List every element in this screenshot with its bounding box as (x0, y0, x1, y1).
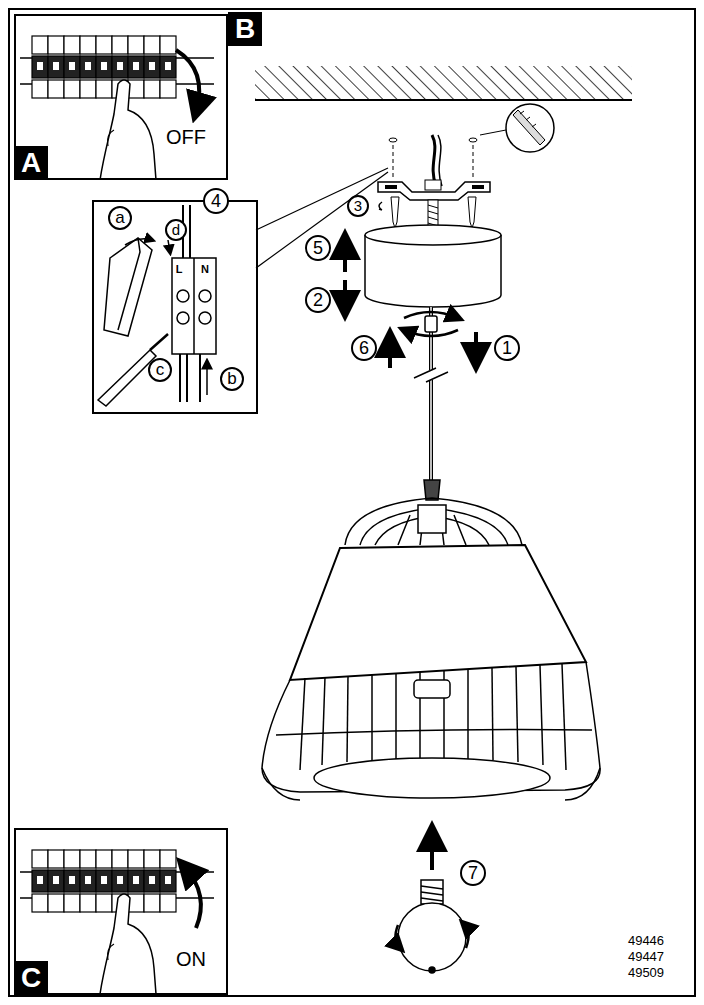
callout-number: 6 (351, 335, 377, 361)
callout-number: d (165, 219, 187, 241)
breaker-panel (20, 850, 214, 994)
on-arrow (184, 866, 201, 928)
step-letter: C (14, 961, 48, 995)
canopy (365, 235, 501, 307)
step-panel: C ON (14, 828, 228, 995)
off-arrow (176, 50, 199, 112)
model-number: 49509 (628, 965, 664, 980)
breaker-panel (20, 36, 214, 180)
page-frame: B A OFF 4C ON (8, 8, 696, 997)
callout-number: 5 (305, 235, 331, 261)
callout-number: c (148, 358, 172, 382)
cage-shade (262, 480, 600, 800)
ceiling (255, 66, 632, 100)
light-bulb (395, 880, 468, 973)
callout-number: 2 (305, 287, 331, 313)
callout-number: 7 (460, 860, 486, 886)
terminal-mark: L (175, 263, 184, 275)
callout-number: b (220, 367, 244, 391)
callout-number: a (108, 206, 132, 230)
switch-label: OFF (166, 126, 206, 149)
step-letter: A (14, 146, 48, 180)
model-number: 49446 (628, 933, 664, 948)
callout-number: 3 (347, 195, 369, 217)
step-letter: B (228, 12, 262, 46)
step-panel: A OFF (14, 14, 228, 180)
callout-number: 1 (494, 335, 520, 361)
model-number: 49447 (628, 949, 664, 964)
terminal-detail (98, 205, 216, 406)
callout-number: 4 (203, 188, 229, 214)
switch-label: ON (176, 948, 206, 971)
terminal-mark: N (200, 263, 210, 275)
